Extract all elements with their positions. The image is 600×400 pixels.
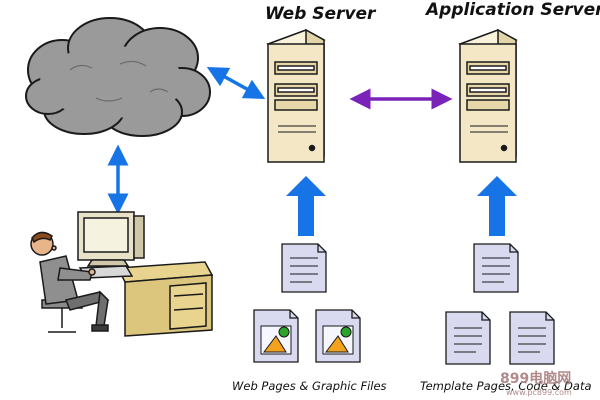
document-icon [509,311,555,365]
cloud-webserver-arrow [206,66,266,100]
watermark-brand: 899电脑网 [500,371,572,387]
image-file-icon [253,309,299,363]
webfiles-up-arrow [286,176,326,236]
document-icon [445,311,491,365]
internet-cloud-icon [25,17,211,137]
document-icon [281,243,327,293]
app-server-tower-icon [458,28,518,163]
web-server-title: Web Server [265,4,376,24]
app-server-title: Application Server [426,0,600,20]
template-files-caption: Template Pages, Code & Data [420,379,592,393]
image-file-icon [315,309,361,363]
web-files-caption: Web Pages & Graphic Files [232,379,387,393]
web-server-tower-icon [266,28,326,163]
document-icon [473,243,519,293]
templates-up-arrow [477,176,517,236]
user-at-computer-icon [30,211,214,337]
watermark-url: www.pc899.com [506,388,572,397]
